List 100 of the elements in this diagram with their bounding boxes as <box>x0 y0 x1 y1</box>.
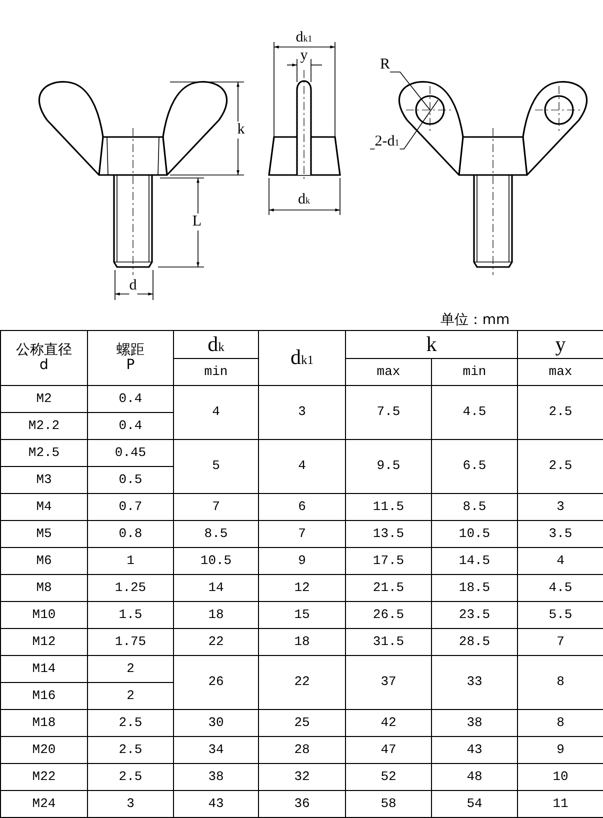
cell-text: 10.5 <box>458 526 490 542</box>
cell-text: 0.8 <box>118 526 142 542</box>
cell-text: 18 <box>294 634 310 650</box>
cell-text: M6 <box>36 554 52 568</box>
cell-text: M20 <box>32 742 56 758</box>
cell-text: 14 <box>208 580 224 596</box>
cell-text: 7 <box>556 634 564 650</box>
cell-text: 4 <box>556 554 564 568</box>
cell-text: M24 <box>32 796 56 812</box>
cell-text: 34 <box>208 742 224 758</box>
cell-text: M2.2 <box>28 418 60 434</box>
cell-text: M3 <box>36 472 52 488</box>
cell-text: 8 <box>556 675 564 690</box>
cell-text: 3 <box>126 796 134 812</box>
cell-text: 6.5 <box>462 459 486 474</box>
cell-text: 2.5 <box>548 405 572 420</box>
cell-text: 0.4 <box>118 392 142 406</box>
cell-text: 17.5 <box>372 554 404 568</box>
cell-text: M12 <box>32 634 56 650</box>
column-header: P <box>126 358 135 374</box>
cell-text: 4.5 <box>548 580 572 596</box>
cell-text: 31.5 <box>372 634 404 650</box>
dimension-label: R <box>380 56 390 74</box>
cell-text: 38 <box>208 770 224 784</box>
cell-text: 11.5 <box>372 500 404 514</box>
cell-text: M4 <box>36 500 52 514</box>
cell-text: 32 <box>294 770 310 784</box>
cell-text: 58 <box>380 796 396 812</box>
cell-text: 18.5 <box>458 580 490 596</box>
cell-text: 0.45 <box>114 446 146 460</box>
cell-text: M22 <box>32 770 56 784</box>
cell-text: 36 <box>294 796 310 812</box>
cell-text: 0.5 <box>118 472 142 488</box>
cell-text: 8.5 <box>462 500 486 514</box>
cell-text: 28 <box>294 742 310 758</box>
cell-text: M5 <box>36 526 52 542</box>
cell-text: 37 <box>380 675 396 690</box>
cell-text: 12 <box>294 580 310 596</box>
cell-text: 9 <box>556 742 564 758</box>
cell-text: 38 <box>466 716 482 730</box>
cell-text: M2 <box>36 392 52 406</box>
column-header: 螺距 <box>116 342 144 358</box>
dimension-label: k <box>237 122 245 138</box>
cell-text: 43 <box>466 742 482 758</box>
cell-text: 8 <box>556 716 564 730</box>
cell-text: 1 <box>126 554 134 568</box>
column-header: min <box>204 364 228 380</box>
cell-text: 2 <box>126 662 134 676</box>
cell-text: 3 <box>298 405 306 420</box>
cell-text: M2.5 <box>28 446 60 460</box>
cell-text: 11 <box>552 796 568 812</box>
cell-text: 26.5 <box>372 608 404 622</box>
cell-text: 5 <box>212 459 220 474</box>
cell-text: M14 <box>32 662 56 676</box>
column-header: d <box>40 358 48 374</box>
cell-text: 6 <box>298 500 306 514</box>
cell-text: 2 <box>126 688 134 704</box>
cell-text: 25 <box>294 716 310 730</box>
column-header: y <box>555 332 566 356</box>
cell-text: 3.5 <box>548 526 572 542</box>
column-header: 公称直径 <box>16 342 72 358</box>
cell-text: 2.5 <box>118 716 142 730</box>
cell-text: M18 <box>32 716 56 730</box>
cell-text: 1.75 <box>114 634 146 650</box>
cell-text: 42 <box>380 716 396 730</box>
cell-text: M10 <box>32 608 56 622</box>
cell-text: 43 <box>208 796 224 812</box>
cell-text: M8 <box>36 580 52 596</box>
cell-text: 22 <box>294 675 310 690</box>
cell-text: M16 <box>32 688 56 704</box>
unit-note: 单位：mm <box>440 312 510 328</box>
column-header: min <box>462 364 486 380</box>
dimension-label: L <box>192 214 202 230</box>
cell-text: 18 <box>208 608 224 622</box>
column-header: max <box>376 364 400 380</box>
cell-text: 10.5 <box>200 554 232 568</box>
cell-text: 14.5 <box>458 554 490 568</box>
cell-text: 0.7 <box>118 500 142 514</box>
cell-text: 0.4 <box>118 418 142 434</box>
cell-text: 26 <box>208 675 224 690</box>
cell-text: 1.5 <box>118 608 142 622</box>
cell-text: 2.5 <box>118 742 142 758</box>
cell-text: 13.5 <box>372 526 404 542</box>
cell-text: 21.5 <box>372 580 404 596</box>
cell-text: 54 <box>466 796 482 812</box>
cell-text: 48 <box>466 770 482 784</box>
cell-text: 2.5 <box>548 459 572 474</box>
cell-text: 4 <box>298 459 306 474</box>
dimension-label: d <box>129 278 137 294</box>
cell-text: 28.5 <box>458 634 490 650</box>
cell-text: 7 <box>212 500 220 514</box>
cell-text: 52 <box>380 770 396 784</box>
cell-text: 22 <box>208 634 224 650</box>
cell-text: 33 <box>466 675 482 690</box>
cell-text: 5.5 <box>548 608 572 622</box>
cell-text: 8.5 <box>204 526 228 542</box>
cell-text: 2.5 <box>118 770 142 784</box>
cell-text: 9 <box>298 554 306 568</box>
column-header: max <box>548 364 572 380</box>
cell-text: 4 <box>212 405 220 420</box>
